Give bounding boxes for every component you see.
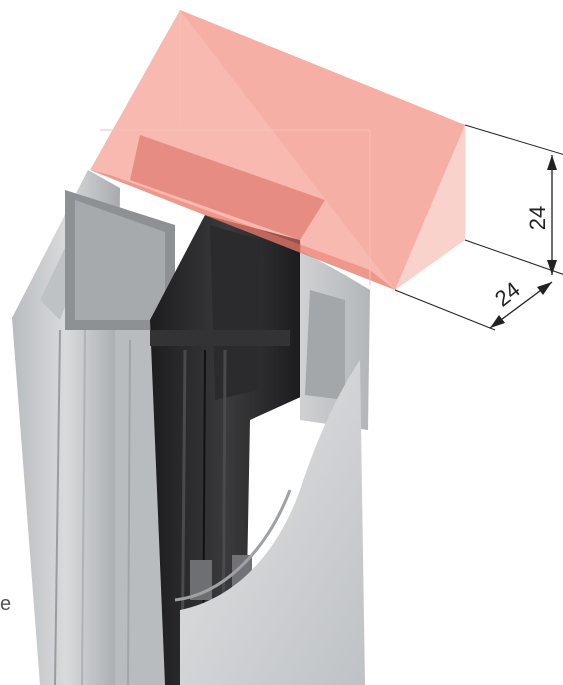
insulating-core [150, 215, 305, 685]
dimension-height: 24 [464, 124, 563, 275]
edge-text-fragment: e [0, 593, 11, 615]
aluminium-profile-left [12, 170, 175, 685]
dimension-depth: 24 [394, 277, 553, 331]
height-dimension-label: 24 [525, 206, 550, 230]
glass-block [90, 10, 465, 290]
aluminium-profile-right [174, 250, 370, 685]
